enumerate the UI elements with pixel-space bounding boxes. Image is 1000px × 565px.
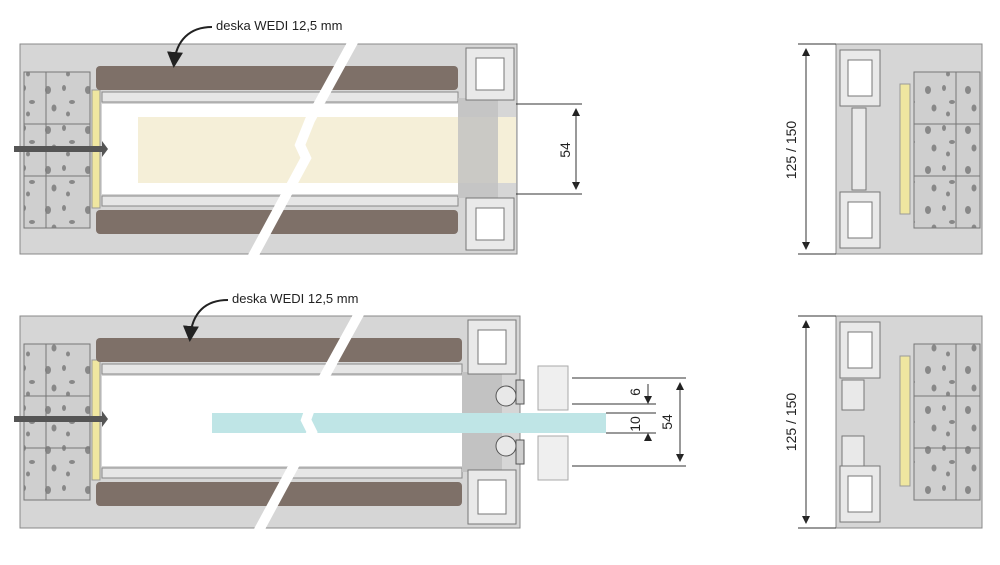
top-rail-upper [101,91,459,103]
bottom-side-masonry [913,343,981,501]
bottom-dim-10: 10 [627,416,643,432]
bottom-rail-lower [101,467,463,479]
top-profile [465,47,515,251]
top-side-view: 125 / 150 [783,43,983,255]
bottom-screw [14,411,108,427]
bottom-clamp-upper [537,365,569,411]
svg-text:54: 54 [557,142,573,158]
top-screw [14,141,108,157]
bottom-dim-6: 6 [627,388,643,396]
top-side-profile [839,49,881,249]
bottom-dim-54: 54 [659,414,675,430]
top-board-upper [96,66,458,90]
bottom-clamp-lower [537,435,569,481]
svg-text:125 / 150: 125 / 150 [783,121,799,180]
bottom-break-line [253,309,365,535]
bottom-profile [467,319,517,525]
top-side-adhesive [899,83,911,215]
bottom-dims [572,377,686,467]
bottom-board-upper [96,338,462,362]
top-holder [458,98,498,198]
svg-text:125 / 150: 125 / 150 [783,393,799,452]
bottom-side-adhesive [899,355,911,487]
top-side-masonry [913,71,981,229]
top-break-line [247,37,359,261]
bottom-board-label: deska WEDI 12,5 mm [232,291,358,306]
top-label-arrow [167,26,213,68]
top-dim-54: 54 [516,103,582,195]
top-side-dim: 125 / 150 [783,43,836,255]
bottom-side-dim: 125 / 150 [783,315,836,529]
bottom-seals [495,379,525,465]
bottom-glass-pane [212,413,606,433]
bottom-rail-upper [101,363,463,375]
bottom-label-arrow [182,299,229,342]
bottom-section-plan: deska WEDI 12,5 mm 6 10 54 [14,291,686,535]
top-board-label: deska WEDI 12,5 mm [216,18,342,33]
bottom-side-profile [839,321,881,523]
top-section-plan: deska WEDI 12,5 mm 54 [14,18,582,261]
top-panel [138,117,516,183]
bottom-side-view: 125 / 150 [783,315,983,529]
